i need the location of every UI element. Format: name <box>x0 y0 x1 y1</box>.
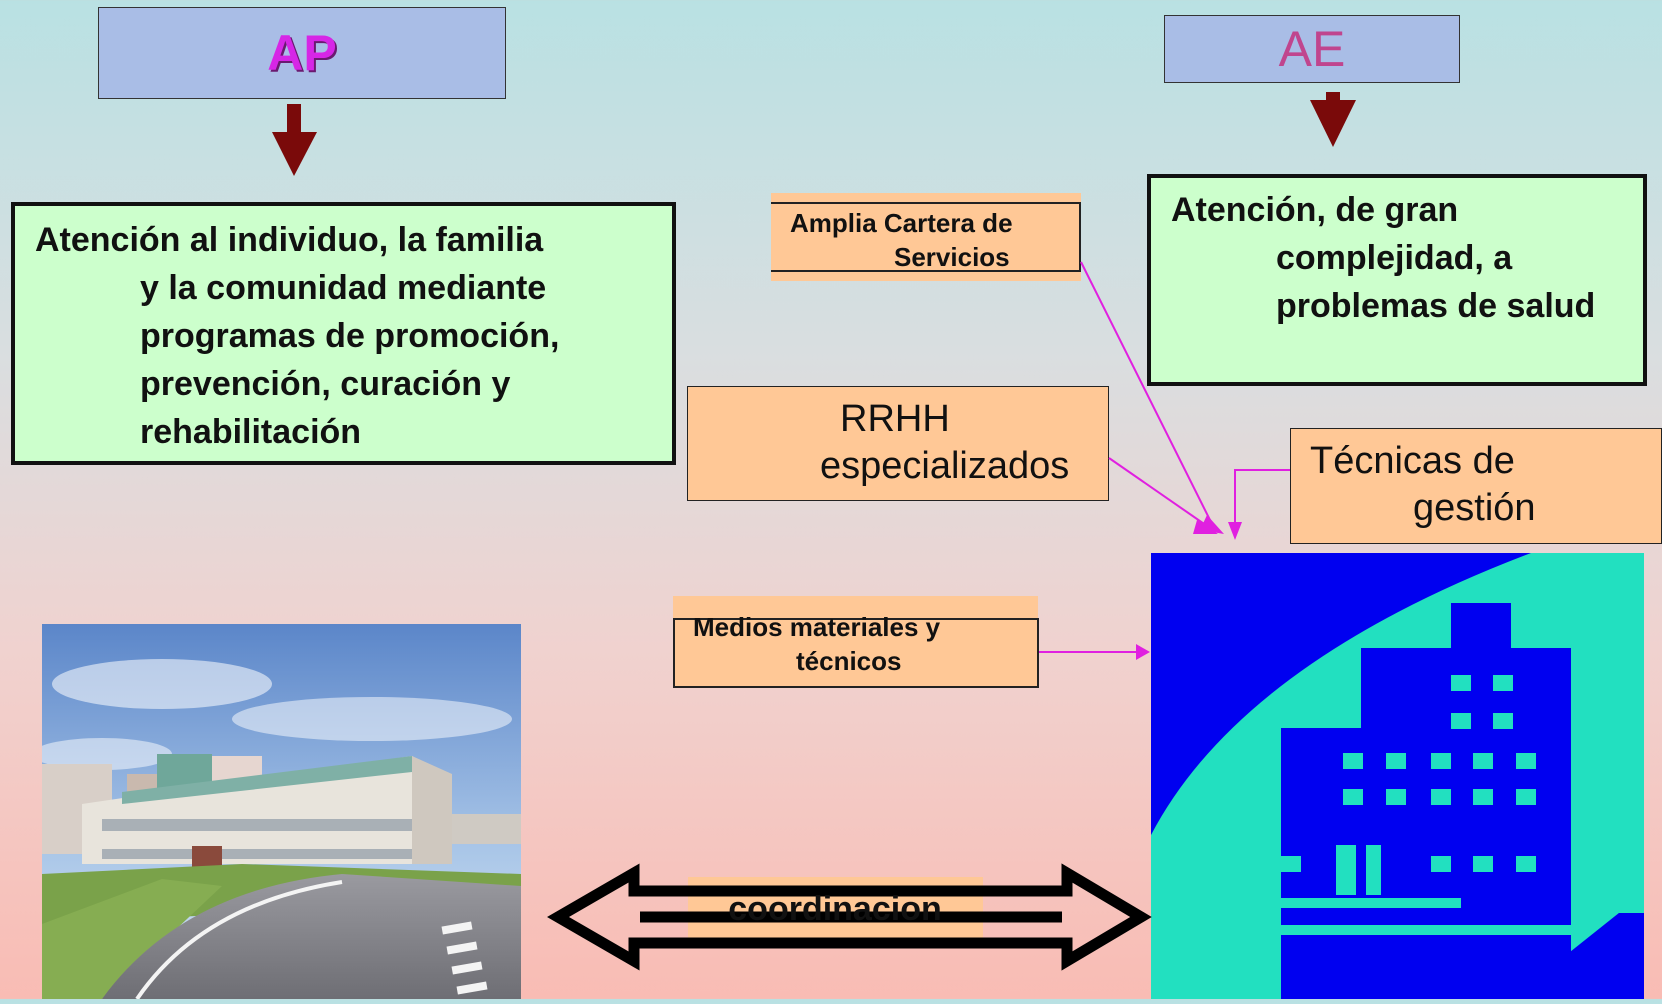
medios-border-top <box>673 618 1039 620</box>
ae-description-line1: Atención, de gran <box>1171 191 1459 229</box>
health-center-photo <box>42 624 521 999</box>
medios-materiales-box <box>673 596 1038 688</box>
ap-title: AP <box>267 25 337 81</box>
ae-description-box: Atención, de gran complejidad, a problem… <box>1147 174 1647 386</box>
ap-description-line1: Atención al individuo, la familia <box>35 221 544 259</box>
tecnicas-gestion-box <box>1290 428 1662 544</box>
ae-title-box: AE <box>1164 15 1460 83</box>
medios-materiales-label: Medios materiales y técnicos <box>693 610 1023 678</box>
cartera-border-right <box>1079 202 1081 272</box>
ap-description-box: Atención al individuo, la familia y la c… <box>11 202 676 465</box>
medios-line2: técnicos <box>796 646 902 676</box>
cartera-line1: Amplia Cartera de <box>790 208 1013 238</box>
rrhh-label: RRHH especializados <box>700 396 1120 490</box>
tecnicas-line2: gestión <box>1413 487 1536 529</box>
ap-title-box: AP <box>98 7 506 99</box>
rrhh-line1: RRHH <box>840 398 950 440</box>
ae-title: AE <box>1278 21 1346 77</box>
medios-border-left <box>673 618 675 688</box>
coordination-label: coordinacion <box>728 890 942 928</box>
down-arrow-icon <box>1310 92 1356 147</box>
rrhh-box <box>687 386 1109 501</box>
cartera-servicios-label: Amplia Cartera de Servicios <box>790 206 1080 274</box>
cartera-border-bottom <box>771 270 1081 272</box>
ap-description-rest: y la comunidad mediante programas de pro… <box>140 269 560 451</box>
cartera-border-top <box>771 202 1081 204</box>
cartera-servicios-box <box>771 193 1081 281</box>
down-arrow-icon <box>272 104 317 176</box>
tecnicas-line1: Técnicas de <box>1310 440 1515 482</box>
medios-border-right <box>1037 618 1039 688</box>
ae-description-rest: complejidad, a problemas de salud <box>1276 239 1596 325</box>
hospital-building-icon <box>1151 553 1644 999</box>
rrhh-line2: especializados <box>820 445 1070 487</box>
cartera-line2: Servicios <box>894 242 1010 272</box>
tecnicas-gestion-label: Técnicas de gestión <box>1310 438 1660 532</box>
medios-border-bottom <box>673 686 1039 688</box>
medios-line1: Medios materiales y <box>693 612 941 642</box>
